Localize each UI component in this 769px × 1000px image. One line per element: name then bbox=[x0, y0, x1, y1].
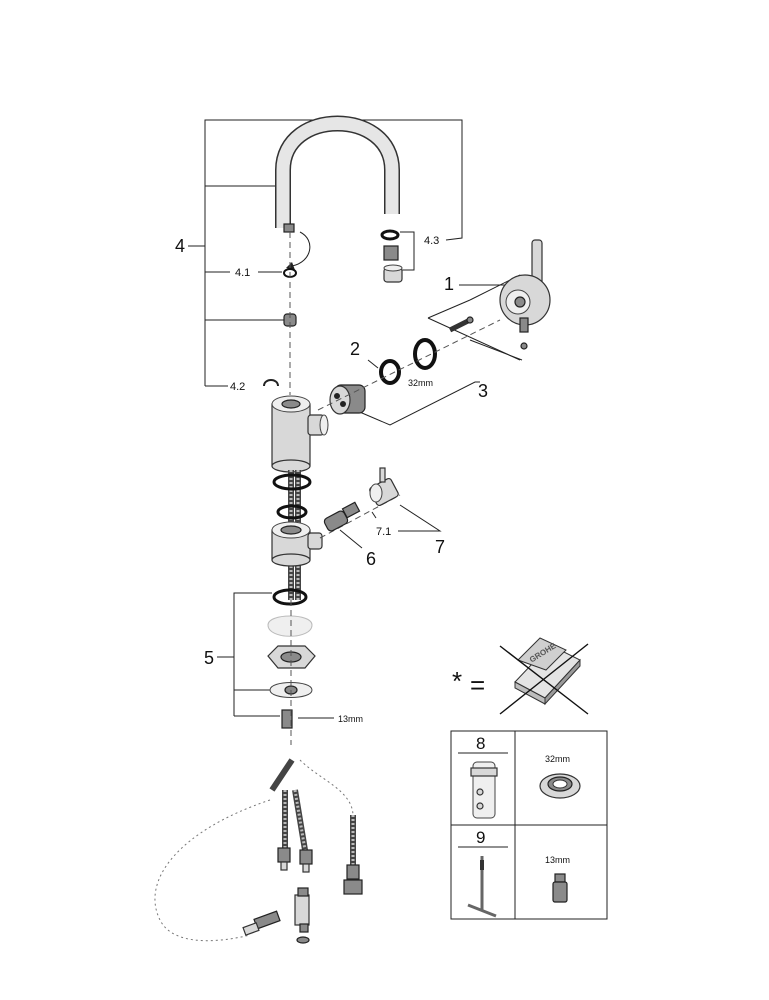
base-sleeve bbox=[271, 521, 323, 567]
callout-4: 4 bbox=[175, 236, 185, 256]
mounting-kit bbox=[217, 592, 334, 729]
callout-7-1: 7.1 bbox=[376, 526, 391, 538]
tools-table: 8 9 32mm 13mm bbox=[450, 730, 608, 920]
no-abrasive-cleaner-notice: * = GROHE bbox=[452, 637, 589, 715]
callout-7: 7 bbox=[435, 537, 445, 557]
tool-8-size: 32mm bbox=[545, 754, 570, 764]
callout-5: 5 bbox=[204, 648, 214, 668]
aerator-parts bbox=[380, 229, 403, 283]
callout-1: 1 bbox=[444, 274, 454, 294]
cross-line-2 bbox=[499, 643, 589, 715]
ring-32mm-icon bbox=[539, 773, 581, 799]
size-label-13mm: 13mm bbox=[338, 714, 363, 724]
supply-hoses-lower bbox=[154, 758, 363, 944]
valve-insert-parts bbox=[319, 467, 442, 549]
size-label-32mm: 32mm bbox=[408, 378, 433, 388]
callout-4-3: 4.3 bbox=[424, 235, 439, 247]
callout-4-1: 4.1 bbox=[235, 267, 250, 279]
sleeve-wrench-icon bbox=[470, 761, 498, 819]
callout-6: 6 bbox=[366, 549, 376, 569]
tool-9-number: 9 bbox=[476, 828, 485, 847]
asterisk-symbol: * bbox=[452, 666, 462, 696]
tap-body bbox=[271, 395, 329, 473]
callout-3: 3 bbox=[478, 381, 488, 401]
group-4-bracket bbox=[188, 119, 463, 387]
cleaning-product-icon: GROHE bbox=[514, 637, 581, 706]
cross-line-1 bbox=[499, 645, 589, 715]
spout-small-parts bbox=[263, 268, 297, 387]
spout bbox=[275, 115, 400, 270]
callout-4-2: 4.2 bbox=[230, 381, 245, 393]
handle-group bbox=[317, 239, 551, 426]
t-key-icon bbox=[467, 856, 497, 918]
o-rings bbox=[272, 473, 312, 606]
tool-9-size: 13mm bbox=[545, 855, 570, 865]
callout-2: 2 bbox=[350, 339, 360, 359]
tool-8-number: 8 bbox=[476, 734, 485, 753]
equals-symbol: = bbox=[470, 670, 485, 700]
nut-13mm-icon bbox=[552, 873, 568, 903]
